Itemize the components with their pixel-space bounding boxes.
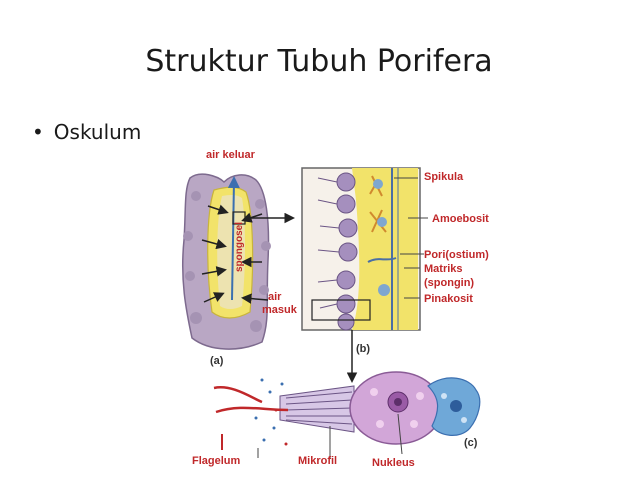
- label-amoebosit: Amoebosit: [432, 213, 489, 225]
- cell-layer-b: [301, 167, 428, 383]
- label-nukleus: Nukleus: [372, 457, 415, 469]
- label-masuk: masuk: [262, 304, 298, 316]
- bullet-item-oskulum: • Oskulum: [32, 120, 141, 144]
- label-pori: Pori(ostium): [424, 249, 489, 261]
- label-flagelum: Flagelum: [192, 455, 241, 467]
- label-pinakosit: Pinakosit: [424, 293, 473, 305]
- label-matriks: Matriks: [424, 263, 463, 275]
- label-air-keluar: air keluar: [206, 149, 256, 161]
- choanocyte-detail-c: [213, 371, 481, 458]
- label-spongosel: spongosel: [234, 222, 245, 272]
- label-air: air: [268, 291, 282, 303]
- sponge-body-a: [181, 173, 295, 350]
- spicule-shapes: [367, 175, 397, 296]
- label-spongin: (spongin): [424, 277, 474, 289]
- label-b: (b): [356, 343, 370, 355]
- bullet-dot: •: [32, 120, 44, 144]
- label-mikrofil: Mikrofil: [298, 455, 337, 467]
- label-spikula: Spikula: [424, 171, 464, 183]
- label-c: (c): [464, 437, 478, 449]
- label-a: (a): [210, 355, 224, 367]
- slide-title: Struktur Tubuh Porifera: [145, 44, 493, 79]
- bullet-text: Oskulum: [53, 120, 142, 144]
